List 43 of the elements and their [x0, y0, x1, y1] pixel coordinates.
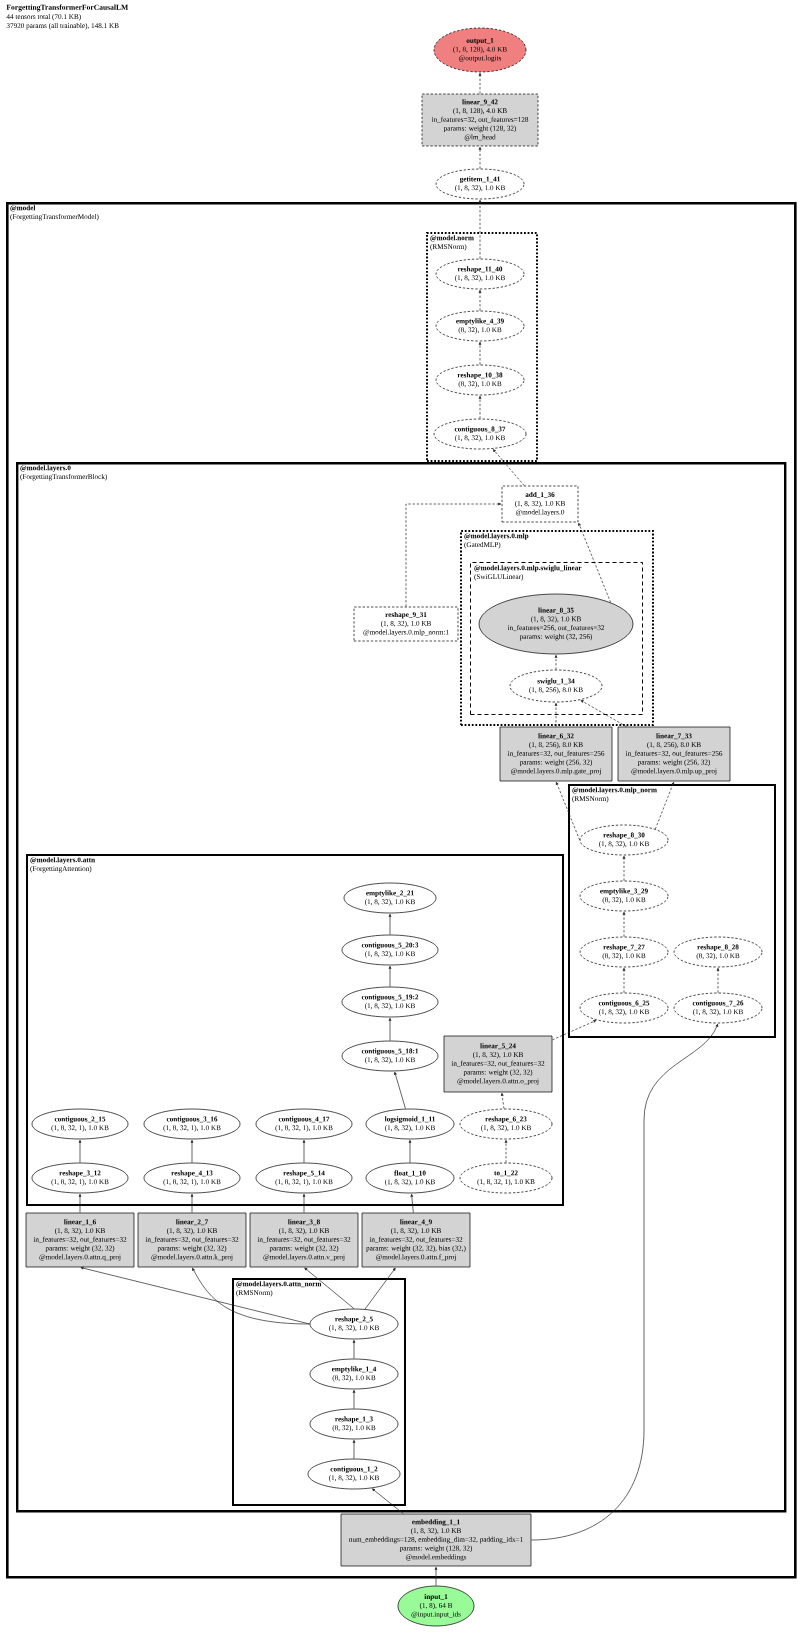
arrow — [190, 1139, 194, 1163]
arrow — [478, 395, 482, 419]
arrow — [372, 1488, 404, 1514]
arrow — [578, 522, 612, 603]
arrow — [492, 449, 525, 486]
arrow — [364, 1267, 396, 1310]
arrow — [78, 1193, 82, 1213]
arrow — [622, 911, 626, 937]
arrow — [478, 72, 482, 94]
arrow — [80, 1266, 310, 1325]
arrow — [478, 146, 482, 169]
arrow — [478, 199, 482, 259]
arrow — [434, 1566, 438, 1586]
arrow — [716, 967, 720, 993]
arrow — [554, 702, 558, 727]
arrow — [352, 1339, 356, 1359]
arrow — [352, 1439, 356, 1459]
arrow — [478, 341, 482, 365]
arrow — [405, 502, 502, 607]
arrow — [302, 1139, 306, 1163]
arrow — [655, 781, 675, 830]
arrow — [192, 1267, 310, 1325]
arrow — [555, 781, 580, 841]
arrow — [352, 1389, 356, 1409]
arrow — [622, 967, 626, 993]
arrow — [388, 965, 392, 987]
arrow — [500, 1092, 505, 1109]
arrow — [304, 1267, 355, 1309]
arrow — [78, 1139, 82, 1163]
arrow — [554, 654, 558, 670]
arrow — [190, 1193, 194, 1213]
arrow — [622, 855, 626, 881]
arrow — [302, 1193, 306, 1213]
arrow — [388, 913, 392, 935]
arrow — [504, 1139, 508, 1163]
arrow — [552, 1020, 597, 1041]
arrow — [531, 1023, 719, 1541]
arrow — [580, 700, 627, 727]
arrow — [410, 1193, 414, 1213]
arrow — [408, 1139, 412, 1163]
arrow — [478, 289, 482, 311]
arrow — [388, 1017, 392, 1041]
arrow — [394, 1071, 406, 1110]
